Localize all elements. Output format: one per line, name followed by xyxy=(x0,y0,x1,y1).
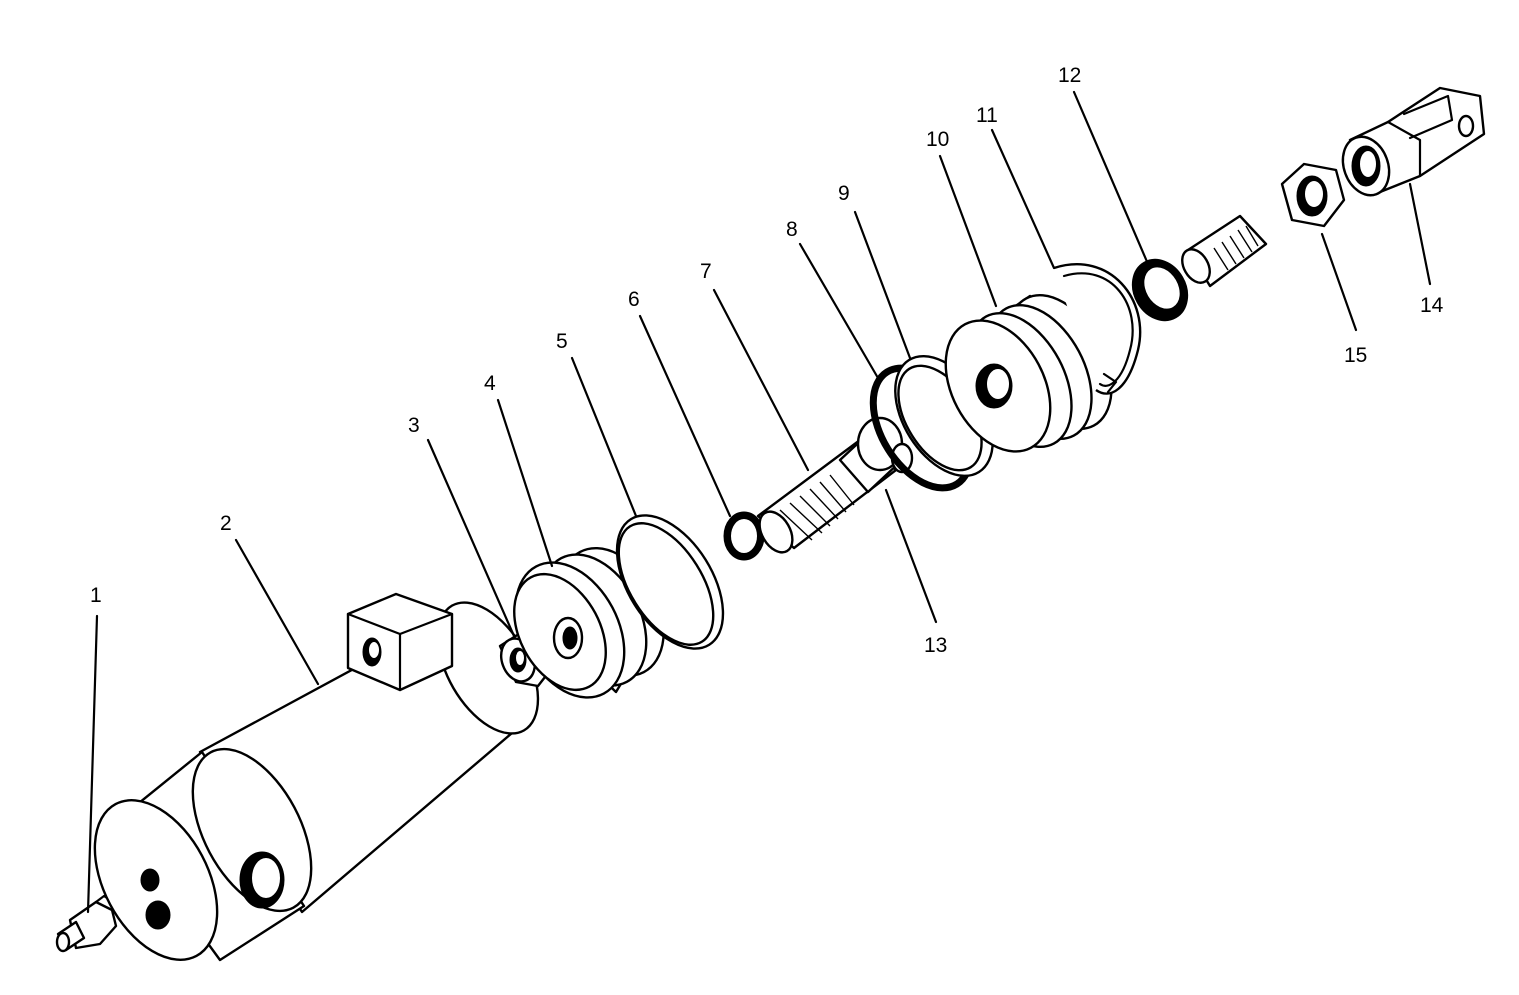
callout-14: 14 xyxy=(1420,294,1444,317)
leader-7 xyxy=(712,288,810,472)
callout-7: 7 xyxy=(700,260,712,283)
leader-14 xyxy=(1408,182,1432,286)
callout-15: 15 xyxy=(1344,344,1367,367)
part-6-ring xyxy=(723,511,765,561)
part-7-piston-rod xyxy=(756,416,914,554)
part-12-seal xyxy=(1131,258,1189,322)
callout-1: 1 xyxy=(90,584,102,607)
leader-5 xyxy=(570,356,638,518)
leader-lines xyxy=(86,90,1432,914)
part-15-hex-nut xyxy=(1280,162,1346,228)
callout-2: 2 xyxy=(220,512,232,535)
part-5-o-ring xyxy=(615,514,725,650)
part-1-grease-fitting xyxy=(55,894,118,953)
callout-13: 13 xyxy=(924,634,947,657)
callout-numbers: 1 2 3 4 5 6 7 8 9 10 11 12 13 14 15 xyxy=(90,64,1444,657)
leader-2 xyxy=(234,538,320,686)
leader-1 xyxy=(86,614,99,914)
callout-4: 4 xyxy=(484,372,496,395)
callout-11: 11 xyxy=(976,104,998,127)
leader-4 xyxy=(496,398,554,568)
callout-8: 8 xyxy=(786,218,798,241)
leader-9 xyxy=(853,210,912,360)
leader-3 xyxy=(426,438,516,638)
callout-9: 9 xyxy=(838,182,850,205)
callout-10: 10 xyxy=(926,128,949,151)
leader-6 xyxy=(638,314,732,518)
threaded-stud xyxy=(1181,214,1268,288)
leader-15 xyxy=(1320,232,1358,332)
callout-12: 12 xyxy=(1058,64,1081,87)
leader-10 xyxy=(938,154,998,308)
leader-8 xyxy=(798,242,880,380)
part-11-snap-ring xyxy=(1053,263,1142,395)
callout-3: 3 xyxy=(408,414,420,437)
part-2-cylinder-body xyxy=(93,592,540,962)
part-14-clevis xyxy=(1341,86,1486,197)
callout-6: 6 xyxy=(628,288,640,311)
part-4-piston xyxy=(513,546,665,699)
leader-11 xyxy=(990,128,1056,270)
leader-12 xyxy=(1072,90,1150,266)
callout-5: 5 xyxy=(556,330,568,353)
leader-13 xyxy=(884,488,938,624)
